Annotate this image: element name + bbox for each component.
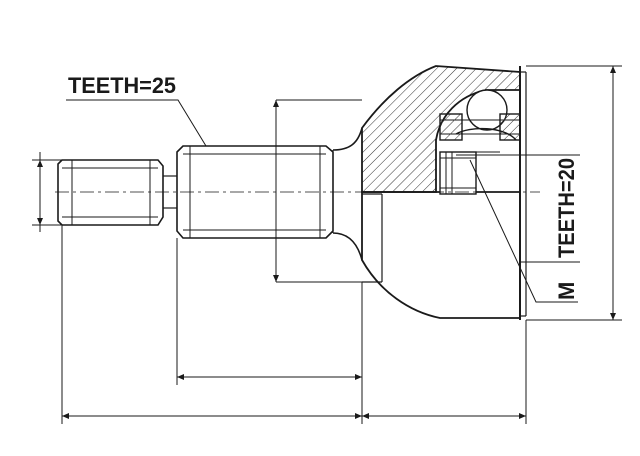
shaft-teeth-leader — [66, 99, 207, 147]
housing-section-hatched — [361, 65, 521, 193]
cv-joint-housing — [361, 65, 527, 320]
threaded-stub — [57, 159, 177, 226]
leader-lines — [66, 99, 580, 303]
thread-label: M — [554, 282, 579, 300]
dimension-lines — [32, 65, 622, 424]
housing-teeth-label: TEETH=20 — [554, 158, 579, 258]
shaft-neck — [332, 127, 363, 261]
inner-race-assembly — [439, 89, 521, 195]
shaft-teeth-label: TEETH=25 — [68, 73, 176, 98]
thread-leader — [469, 159, 578, 303]
